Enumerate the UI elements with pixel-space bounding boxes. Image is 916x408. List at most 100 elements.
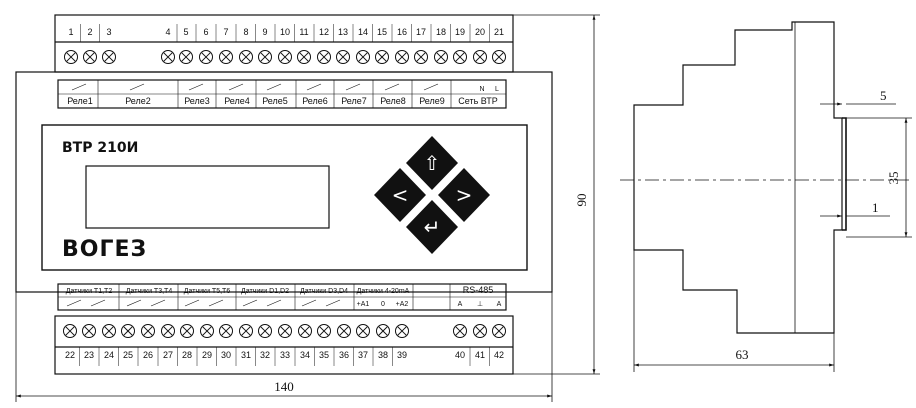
- screw-terminal-icon: [239, 50, 253, 64]
- terminal-number: 12: [319, 27, 329, 37]
- sensor-label: Датчики Т1,Т2: [66, 288, 113, 295]
- terminal-number: 8: [243, 27, 248, 37]
- model-label: ВТР 210И: [62, 140, 138, 156]
- terminal-number: 39: [397, 350, 407, 360]
- screw-terminal-icon: [180, 324, 194, 338]
- mains-live-label: L: [495, 86, 499, 93]
- terminal-number: 13: [338, 27, 348, 37]
- screw-terminal-icon: [434, 50, 448, 64]
- key-left[interactable]: <: [374, 168, 426, 222]
- rs485-mark: A: [458, 301, 463, 308]
- sensor-label: Датчики D3,D4: [300, 288, 348, 295]
- terminal-number: 19: [455, 27, 465, 37]
- brand-logo: ВОГЕЗ: [62, 237, 147, 262]
- relay-label: Реле3: [184, 96, 210, 106]
- dim-width: 140: [274, 379, 294, 394]
- screw-terminal-icon: [336, 50, 350, 64]
- relay-label: Реле1: [67, 96, 93, 106]
- sensor-label: Датчики D1,D2: [241, 288, 289, 295]
- terminal-number: 16: [397, 27, 407, 37]
- screw-terminal-icon: [356, 324, 370, 338]
- keypad: ⇧ < > ↵: [374, 136, 490, 254]
- bottom-terminal-block: [54, 315, 514, 375]
- relay-label: Реле9: [419, 96, 445, 106]
- relay-label: Реле4: [224, 96, 250, 106]
- left-arrow-icon: <: [392, 183, 409, 207]
- screw-terminal-icon: [473, 50, 487, 64]
- relay-label: Реле2: [125, 96, 151, 106]
- front-dimensions: [15, 14, 600, 402]
- front-view: [15, 14, 553, 375]
- terminal-number: 26: [143, 350, 153, 360]
- relay-label: Реле5: [262, 96, 288, 106]
- screw-terminal-icon: [492, 324, 506, 338]
- terminal-number: 24: [104, 350, 114, 360]
- screw-terminal-icon: [219, 50, 233, 64]
- screw-terminal-icon: [199, 50, 213, 64]
- terminal-number: 11: [299, 27, 308, 37]
- screw-terminal-icon: [64, 50, 78, 64]
- terminal-number: 37: [358, 350, 368, 360]
- screw-terminal-icon: [102, 324, 116, 338]
- screw-terminal-icon: [298, 324, 312, 338]
- analog-input-mark: +A2: [396, 301, 409, 308]
- dim-depth: 63: [736, 347, 749, 362]
- screw-terminal-icon: [414, 50, 428, 64]
- screw-terminal-icon: [161, 50, 175, 64]
- dim-gap: 1: [872, 200, 879, 215]
- terminal-number: 30: [221, 350, 231, 360]
- rs485-mark: A: [497, 301, 502, 308]
- relay-label: Реле7: [341, 96, 367, 106]
- screw-terminal-icon: [492, 50, 506, 64]
- screw-terminal-icon: [63, 324, 77, 338]
- din-rail: [842, 117, 847, 231]
- terminal-number: 17: [416, 27, 426, 37]
- rs485-label: RS-485: [463, 285, 494, 295]
- key-enter[interactable]: ↵: [406, 200, 458, 254]
- screw-terminal-icon: [258, 324, 272, 338]
- screw-terminal-icon: [395, 324, 409, 338]
- screw-terminal-icon: [219, 324, 233, 338]
- housing: [15, 71, 553, 293]
- key-right[interactable]: >: [438, 168, 490, 222]
- screw-terminal-icon: [278, 50, 292, 64]
- terminal-number: 18: [436, 27, 446, 37]
- terminal-number: 36: [339, 350, 349, 360]
- terminal-number: 20: [475, 27, 485, 37]
- terminal-number: 9: [262, 27, 267, 37]
- key-up[interactable]: ⇧: [406, 136, 458, 190]
- screw-terminal-icon: [473, 324, 487, 338]
- terminal-number: 25: [123, 350, 133, 360]
- terminal-number: 29: [202, 350, 212, 360]
- screw-terminal-icon: [258, 50, 272, 64]
- screw-terminal-icon: [297, 50, 311, 64]
- screw-terminal-icon: [161, 324, 175, 338]
- sensor-label: Датчики Т5,Т6: [184, 288, 231, 295]
- enter-arrow-icon: ↵: [424, 215, 441, 239]
- analog-input-mark: +A1: [357, 301, 370, 308]
- side-view: [633, 21, 847, 334]
- relay-label: Реле8: [380, 96, 406, 106]
- screw-terminal-icon: [83, 50, 97, 64]
- terminal-number: 31: [241, 350, 251, 360]
- screw-terminal-icon: [82, 324, 96, 338]
- dim-rail: 35: [886, 172, 901, 185]
- terminal-number: 1: [68, 27, 73, 37]
- screw-terminal-icon: [141, 324, 155, 338]
- analog-input-mark: 0: [381, 301, 385, 308]
- screw-terminal-icon: [453, 50, 467, 64]
- screw-terminal-icon: [337, 324, 351, 338]
- terminal-number: 2: [87, 27, 92, 37]
- screw-terminal-icon: [376, 324, 390, 338]
- terminal-number: 21: [494, 27, 504, 37]
- terminal-number: 14: [358, 27, 368, 37]
- terminal-number: 23: [84, 350, 94, 360]
- mains-neutral-label: N: [479, 86, 484, 93]
- screw-terminal-icon: [317, 324, 331, 338]
- relay-label: Сеть ВТР: [458, 96, 497, 106]
